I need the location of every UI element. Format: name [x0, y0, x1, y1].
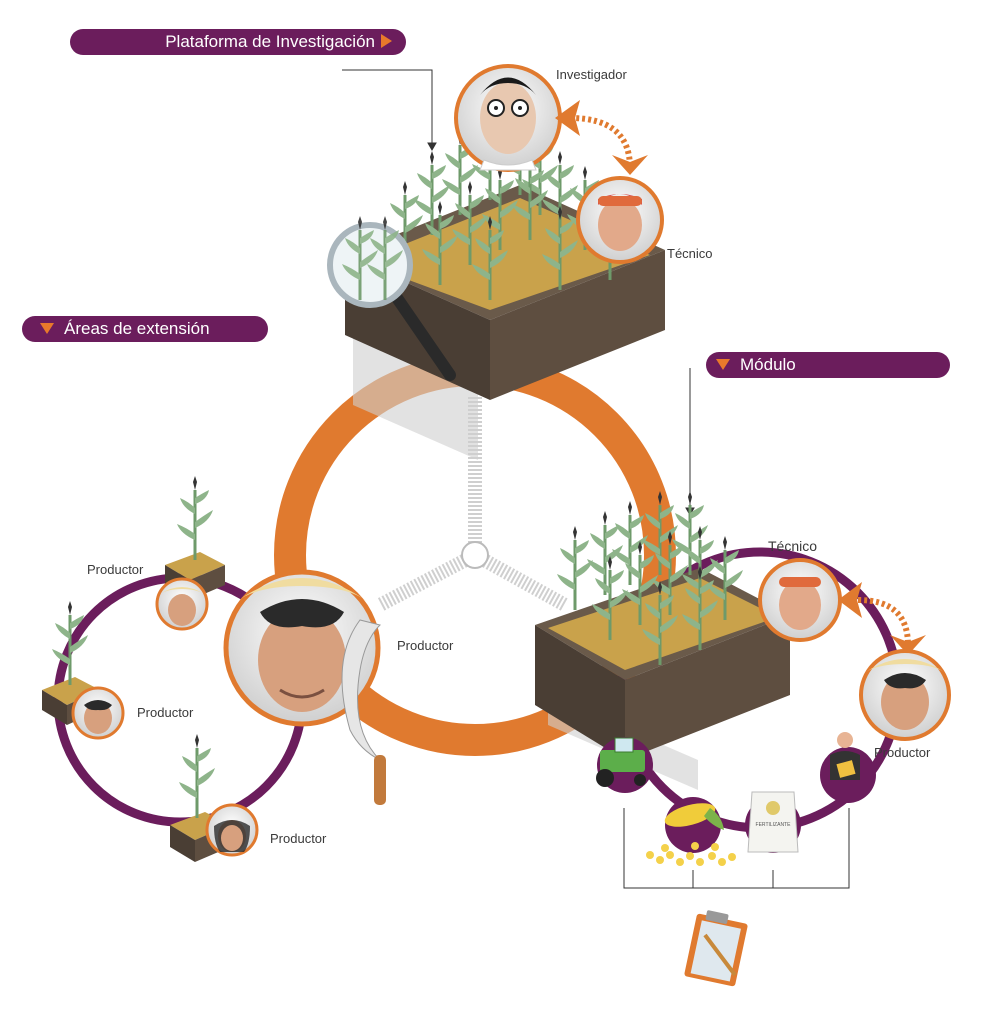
productor-3-label: Productor: [270, 831, 327, 846]
productor-3-avatar: [205, 803, 259, 857]
module-plot: [535, 489, 790, 790]
productor-center-label: Productor: [397, 638, 454, 653]
connector-lines: [342, 69, 850, 889]
play-arrow-icon: [381, 34, 392, 49]
tecnico-mod-avatar: [758, 558, 842, 642]
triangle-down-icon: [40, 322, 54, 334]
fertilizer-text: FERTILIZANTE: [756, 822, 792, 828]
productor-2-avatar: [71, 686, 125, 740]
productor-center-avatar: [223, 569, 381, 727]
productor-mod-avatar: [859, 649, 951, 741]
investigator-avatar: [454, 64, 562, 172]
arrow-curve-top: [555, 100, 648, 175]
areas-label: Áreas de extensión: [22, 316, 268, 342]
clipboard-icon: [684, 910, 748, 987]
tecnico-top-label: Técnico: [667, 246, 713, 261]
modulo-label: Módulo: [706, 352, 950, 378]
investigador-label: Investigador: [556, 67, 627, 82]
productor-mod-label: Productor: [874, 745, 931, 760]
tractor-icon: [596, 737, 653, 793]
tecnico-top-avatar: [576, 176, 664, 264]
fertilizer-bag-icon: FERTILIZANTE: [745, 791, 801, 853]
arrow-curve-mod: [838, 582, 926, 655]
tecnico-mod-label: Técnico: [768, 538, 818, 554]
productor-2-label: Productor: [137, 705, 194, 720]
buyer-icon: [820, 732, 876, 803]
magnifier-icon: [327, 214, 456, 381]
plataforma-label: Plataforma de Investigación: [70, 29, 406, 55]
productor-1-avatar: [155, 577, 209, 631]
triangle-down-icon: [716, 358, 730, 370]
corn-icon: [646, 797, 736, 866]
productor-1-label: Productor: [87, 562, 144, 577]
sickle-icon: [341, 619, 386, 805]
